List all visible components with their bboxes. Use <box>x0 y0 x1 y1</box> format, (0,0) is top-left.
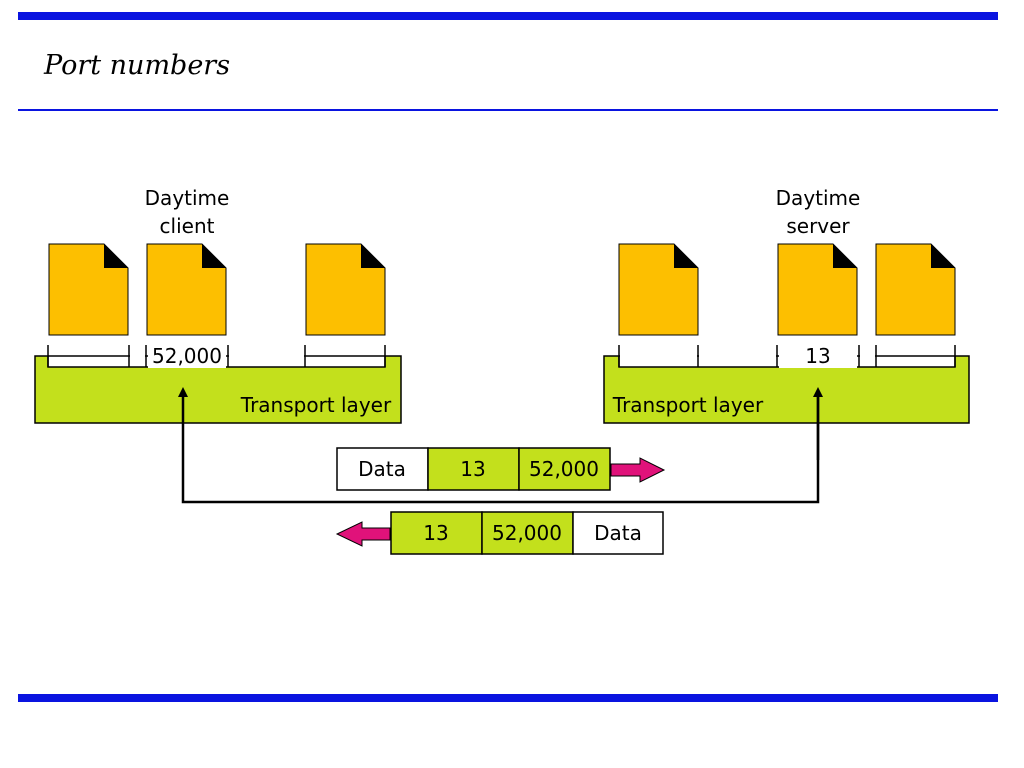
document-icon <box>146 243 227 336</box>
left-arrow-icon <box>335 521 391 547</box>
server-label-line2: server <box>786 214 850 238</box>
top-rule <box>18 12 998 20</box>
slide-title: Port numbers <box>44 50 231 81</box>
response-packet: 13 52,000 Data <box>390 511 664 555</box>
server-port-box <box>779 344 857 368</box>
response-dest-port-field: 13 <box>423 521 448 545</box>
client-label-line1: Daytime <box>145 186 230 210</box>
document-icon <box>48 243 129 336</box>
response-data-field: Data <box>594 521 642 545</box>
document-icon <box>305 243 386 336</box>
server-label-line1: Daytime <box>776 186 861 210</box>
bottom-rule <box>18 694 998 702</box>
server-transport-layer <box>603 345 970 424</box>
request-data-field: Data <box>358 457 406 481</box>
server-transport-label: Transport layer <box>612 393 764 417</box>
response-src-port-field: 52,000 <box>492 521 562 545</box>
client-label-line2: client <box>160 214 215 238</box>
document-icon <box>777 243 858 336</box>
document-icon <box>618 243 699 336</box>
request-dest-port-field: 13 <box>460 457 485 481</box>
client-port-number: 52,000 <box>152 344 222 368</box>
right-arrow-icon <box>610 457 666 483</box>
title-underline <box>18 109 998 111</box>
client-transport-label: Transport layer <box>240 393 392 417</box>
request-packet: Data 13 52,000 <box>336 447 611 491</box>
document-icon <box>875 243 956 336</box>
request-src-port-field: 52,000 <box>529 457 599 481</box>
client-port-box <box>148 344 226 368</box>
client-transport-layer <box>34 345 402 424</box>
server-port-number: 13 <box>805 344 830 368</box>
